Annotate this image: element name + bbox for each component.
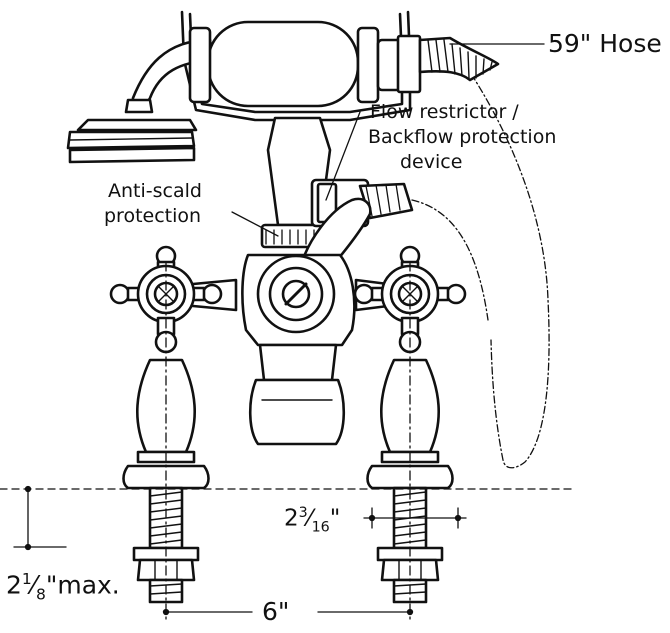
label-flow-restrictor-2: Backflow protection	[368, 126, 557, 148]
dim-depth-numerator: 1	[21, 570, 32, 588]
centerlines	[165, 261, 411, 621]
label-dim-spacing: 23⁄16"	[284, 505, 341, 536]
dim-spacing-numerator: 3	[298, 505, 308, 521]
leader-lines	[231, 43, 545, 237]
hose-route-upper	[454, 49, 550, 469]
dim-depth-whole: 2	[6, 570, 22, 600]
dim-spacing	[363, 507, 467, 529]
dim-spacing-denominator: 16	[311, 519, 330, 536]
dim-spacing-unit: "	[329, 505, 341, 532]
dim-depth-unit: "max.	[45, 570, 120, 600]
shower-head	[66, 98, 198, 164]
label-dim-depth: 21⁄8"max.	[6, 570, 120, 604]
dim-depth-denominator: 8	[35, 585, 46, 604]
label-anti-scald-1: Anti-scald	[108, 180, 202, 202]
dim-depth	[13, 485, 67, 551]
label-hose: 59" Hose	[548, 29, 662, 58]
hose-route-lower	[411, 199, 489, 321]
label-anti-scald-2: protection	[104, 205, 202, 227]
handset-grip	[188, 20, 422, 108]
mixer-body	[241, 253, 356, 446]
label-dim-width: 6"	[262, 597, 290, 626]
label-flow-restrictor-1: Flow restrictor /	[370, 101, 519, 123]
dim-width	[162, 608, 414, 616]
hose-coil-upper	[418, 36, 500, 82]
label-flow-restrictor-3: device	[400, 151, 463, 173]
dim-spacing-whole: 2	[284, 505, 299, 532]
